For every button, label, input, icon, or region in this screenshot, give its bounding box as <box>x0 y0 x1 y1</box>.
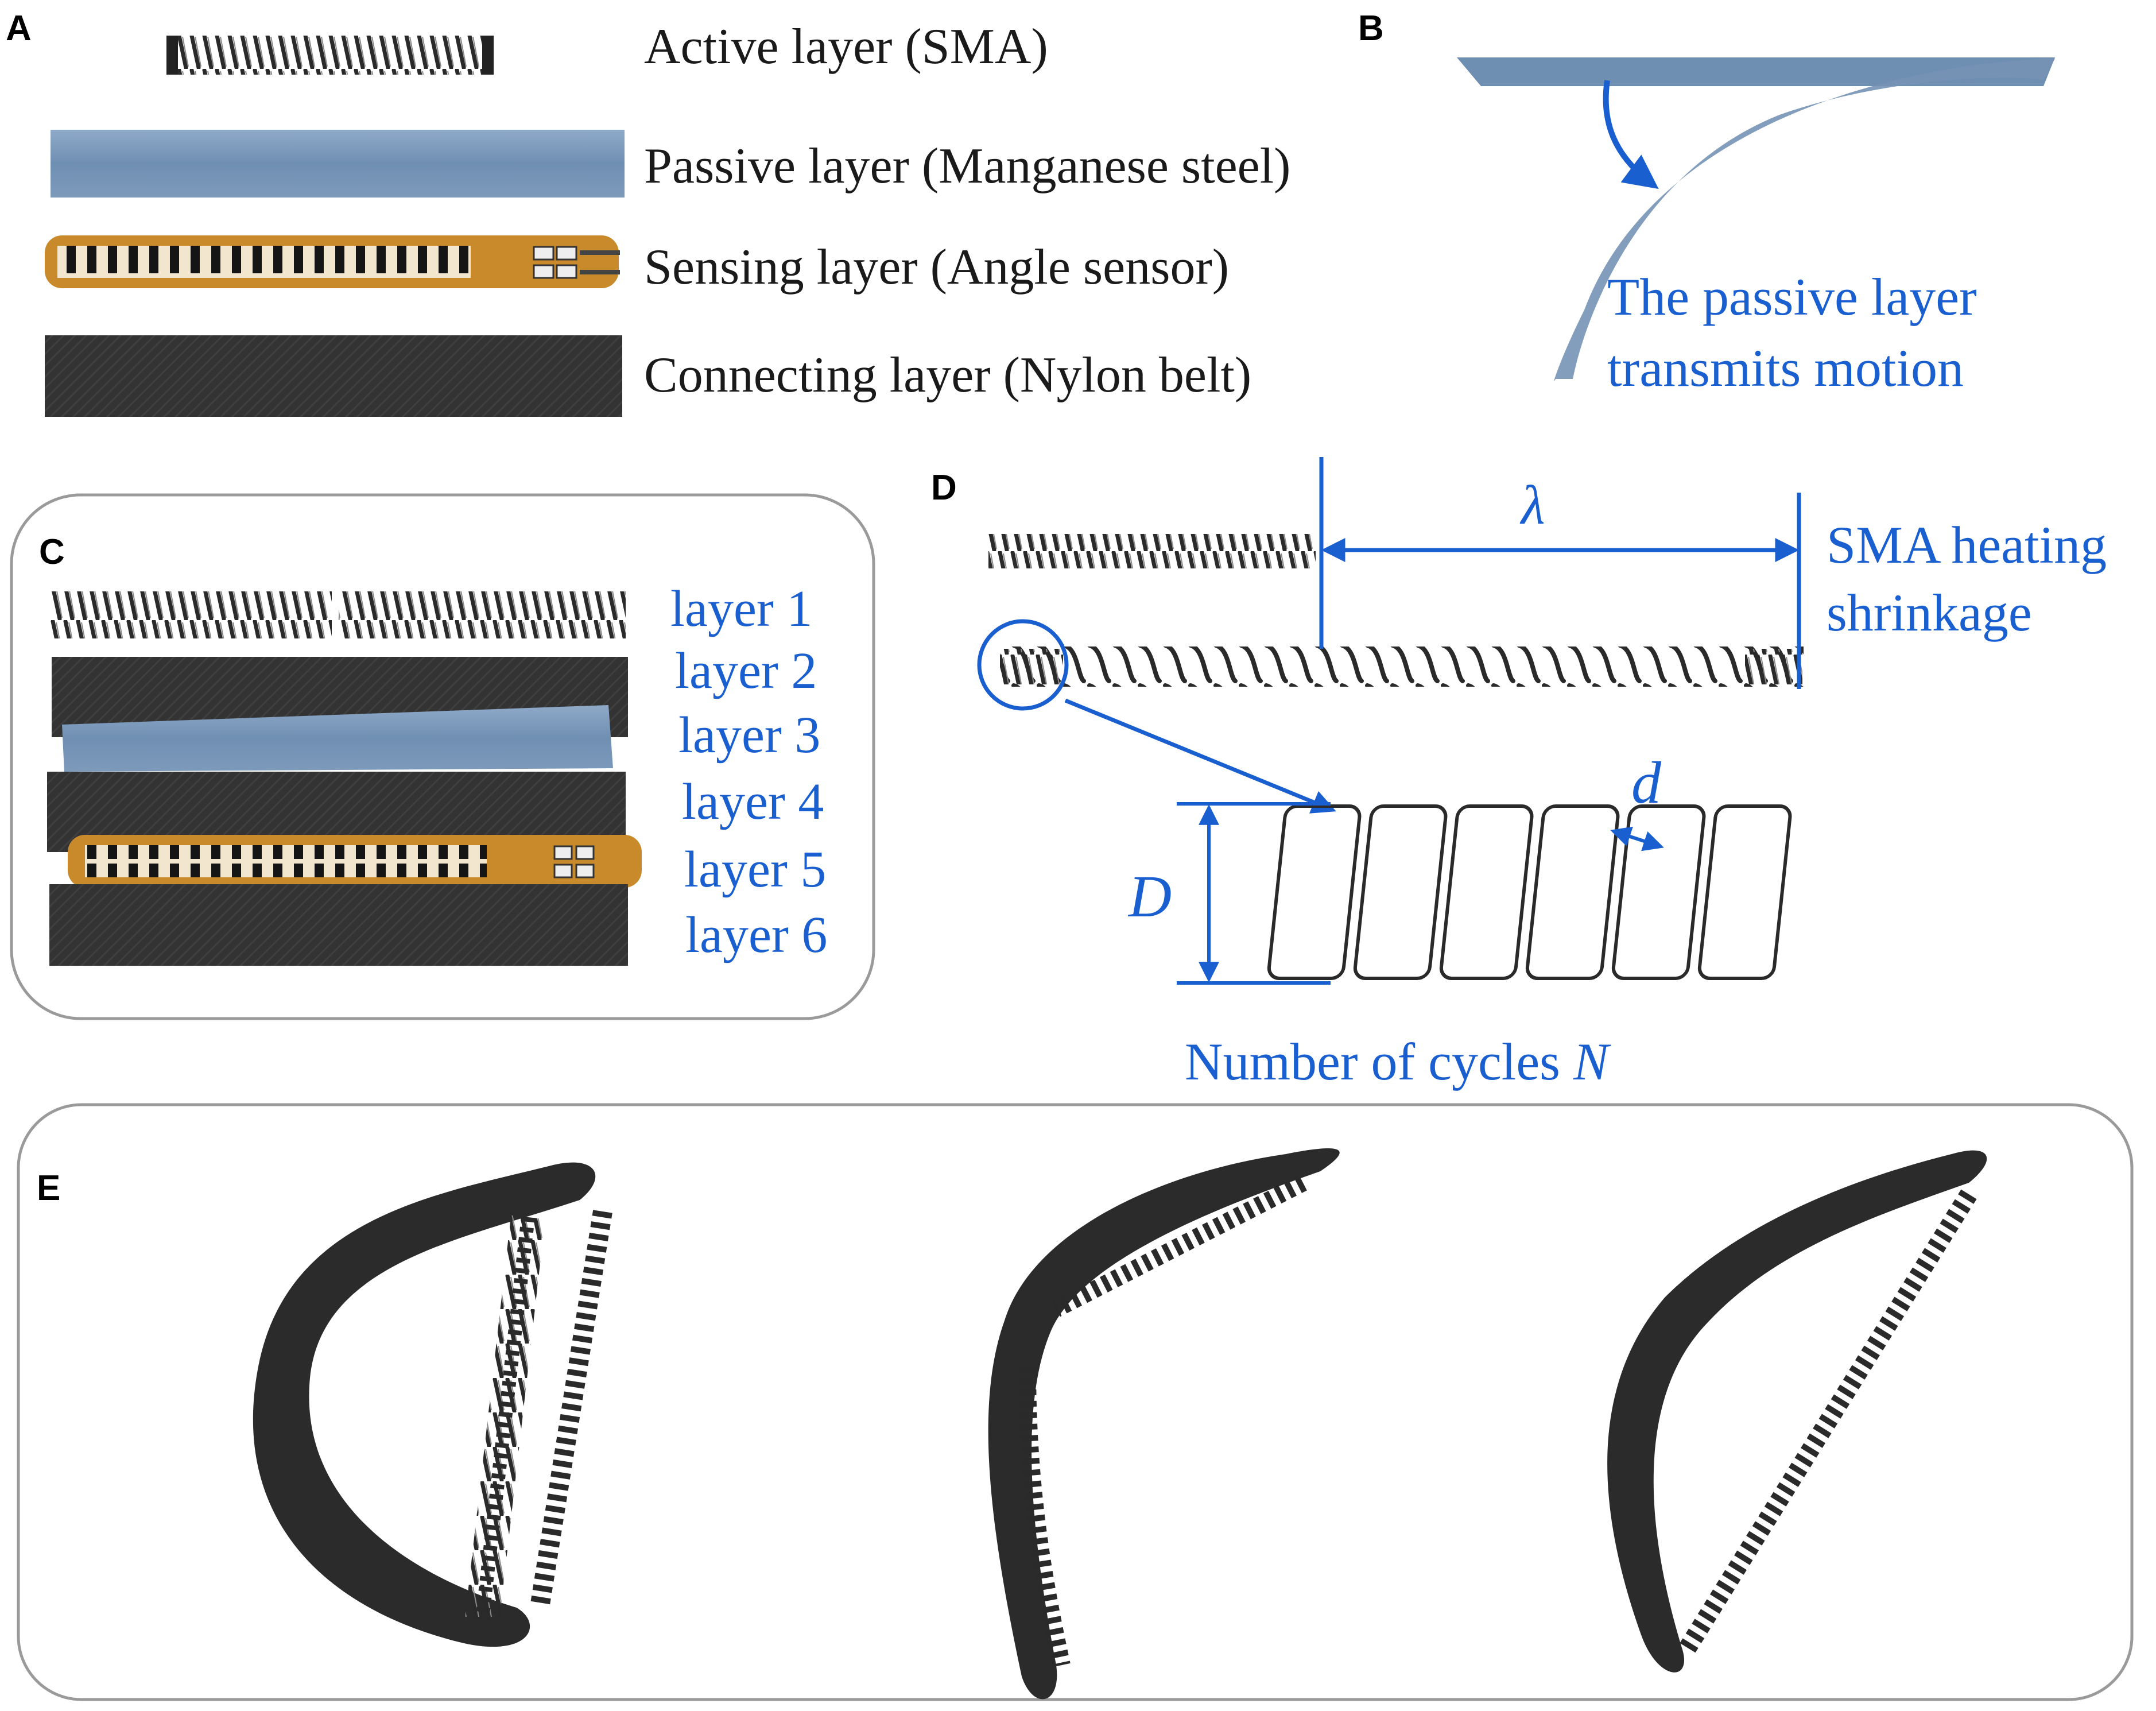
d-d-arrow <box>1610 826 1664 851</box>
angle-sensor-image <box>45 235 620 288</box>
panel-a: A Active layer (SMA) Passive layer (Mang… <box>6 9 1290 417</box>
panel-d-letter: D <box>931 468 957 508</box>
d-D-symbol: D <box>1127 864 1172 930</box>
panel-c-frame <box>10 493 875 1020</box>
panel-d: D λ SMA heating shrinkage D <box>931 457 2107 1091</box>
nylon-belt-image <box>45 335 622 417</box>
c-layer6-nylon <box>49 884 628 966</box>
d-coil-contracted <box>988 534 1316 568</box>
c-layer5-sensor <box>68 835 642 888</box>
label-active-layer: Active layer (SMA) <box>644 19 1048 75</box>
panel-c: C layer 1 layer 2 layer 3 layer 4 layer … <box>10 493 875 1020</box>
passive-caption-line2: transmits motion <box>1607 339 1964 397</box>
d-coil-extended-end-right <box>1745 649 1802 684</box>
label-sensing-layer: Sensing layer (Angle sensor) <box>644 239 1229 295</box>
panel-e-frame <box>17 1103 2134 1701</box>
e3-coil <box>1680 1189 1977 1653</box>
panel-e-letter: E <box>37 1168 60 1208</box>
d-coil-extended <box>1000 647 1804 687</box>
e2-nylon-belt <box>988 1148 1340 1700</box>
label-passive-layer: Passive layer (Manganese steel) <box>644 138 1290 194</box>
d-heating-line1: SMA heating <box>1827 516 2107 574</box>
d-heating-line2: shrinkage <box>1827 583 2032 642</box>
c-layer3-steel <box>62 705 613 772</box>
e-actuator-3 <box>1607 1150 1987 1673</box>
steel-strip-image <box>51 130 625 198</box>
d-coil-schematic <box>1267 804 1792 980</box>
d-lambda-symbol: λ <box>1519 474 1545 536</box>
e1-coil-2 <box>530 1210 612 1609</box>
label-connecting-layer: Connecting layer (Nylon belt) <box>644 347 1251 403</box>
steel-strip-bent <box>1554 59 2055 381</box>
e-actuator-2 <box>988 1148 1340 1700</box>
panel-b-letter: B <box>1358 9 1384 48</box>
c-layer-label-3: layer 3 <box>678 707 820 764</box>
c-layer-label-6: layer 6 <box>685 907 827 963</box>
panel-e: E <box>17 1103 2134 1701</box>
c-layer-label-2: layer 2 <box>675 642 817 699</box>
panel-c-letter: C <box>39 532 65 572</box>
c-layer1-coil-left <box>51 591 332 638</box>
d-zoom-arrow <box>1064 698 1336 814</box>
bend-arrow <box>1603 80 1659 189</box>
e3-nylon-belt <box>1607 1150 1987 1673</box>
c-layer1-coil-right <box>339 591 626 638</box>
panel-a-letter: A <box>6 9 32 48</box>
c-layer-label-1: layer 1 <box>670 580 812 637</box>
d-zoom-circle <box>977 619 1069 711</box>
e2-coil-lower <box>1019 1366 1071 1667</box>
passive-caption-line1: The passive layer <box>1607 268 1977 326</box>
e1-coil-1 <box>465 1215 545 1621</box>
e-actuator-1 <box>253 1162 612 1647</box>
d-cycles-label: Number of cycles N <box>1185 1032 1611 1091</box>
e2-coil-upper <box>1052 1175 1307 1317</box>
c-layer-label-4: layer 4 <box>682 773 824 830</box>
sma-coil-image <box>166 36 494 75</box>
c-layer-label-5: layer 5 <box>684 841 826 898</box>
d-coil-extended-end-left <box>1000 649 1063 684</box>
e1-nylon-belt <box>253 1162 596 1647</box>
panel-b: B The passive layer transmits motion <box>1358 9 2055 397</box>
d-d-symbol: d <box>1631 750 1662 816</box>
